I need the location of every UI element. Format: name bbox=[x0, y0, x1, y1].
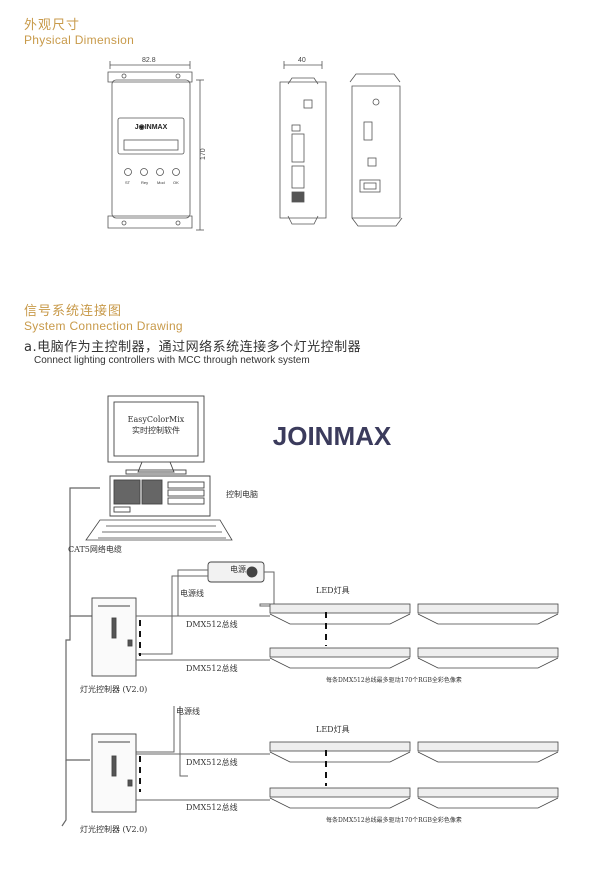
light-controller-1 bbox=[91, 597, 137, 677]
led-label-2: LED灯具 bbox=[316, 724, 350, 734]
physical-title-cn: 外观尺寸 bbox=[24, 18, 81, 33]
button-label: Mod bbox=[157, 180, 165, 185]
device-brand: J◉INMAX bbox=[135, 124, 168, 131]
power-line-label-2: 电源线 bbox=[176, 706, 200, 716]
connection-title-cn: 信号系统连接图 bbox=[24, 304, 123, 319]
rear-view-drawing bbox=[349, 73, 403, 227]
monitor bbox=[107, 395, 205, 475]
power-label: 电源 bbox=[230, 564, 246, 574]
led-fixtures-group-1 bbox=[269, 603, 559, 669]
monitor-software-desc: 实时控制软件 bbox=[132, 425, 180, 435]
keyboard bbox=[85, 519, 233, 541]
dmx-note-1: 每条DMX512总线最多驱动170个RGB全彩色像素 bbox=[326, 676, 462, 684]
power-line-label-1: 电源线 bbox=[180, 588, 204, 598]
cat5-network-cable bbox=[61, 487, 100, 827]
depth-dimension: 40 bbox=[298, 57, 306, 64]
dmx-label-3: DMX512总线 bbox=[186, 757, 238, 767]
button-label: OK bbox=[173, 180, 179, 185]
monitor-software-name: EasyColorMix bbox=[128, 415, 185, 424]
computer-case bbox=[109, 475, 211, 517]
power-cables bbox=[136, 569, 275, 777]
pc-label: 控制电脑 bbox=[226, 489, 258, 499]
width-dimension: 82.8 bbox=[142, 57, 156, 64]
cable-label: CAT5网络电缆 bbox=[68, 544, 122, 554]
front-button-labels: ST Rey Mod OK bbox=[125, 180, 179, 185]
connection-title-en: System Connection Drawing bbox=[24, 319, 183, 333]
button-label: ST bbox=[125, 180, 131, 185]
height-dimension: 170 bbox=[200, 148, 207, 160]
dmx-label-4: DMX512总线 bbox=[186, 802, 238, 812]
joinmax-logo: JOINMAX bbox=[273, 421, 392, 451]
light-controller-2 bbox=[91, 733, 137, 813]
dmx-label-2: DMX512总线 bbox=[186, 663, 238, 673]
physical-dimension-header: 外观尺寸 Physical Dimension bbox=[24, 14, 134, 47]
connection-subtitle-en: Connect lighting controllers with MCC th… bbox=[34, 355, 310, 366]
led-label-1: LED灯具 bbox=[316, 585, 350, 595]
led-fixtures-group-2 bbox=[269, 741, 559, 809]
physical-title-en: Physical Dimension bbox=[24, 33, 135, 47]
connection-subtitle-cn: a.电脑作为主控制器，通过网络系统连接多个灯光控制器 bbox=[24, 340, 362, 355]
connection-header: 信号系统连接图 System Connection Drawing bbox=[24, 300, 183, 333]
dmx-buses bbox=[136, 615, 270, 801]
controller-label-1: 灯光控制器 (V2.0) bbox=[80, 684, 147, 694]
controller-label-2: 灯光控制器 (V2.0) bbox=[80, 824, 147, 834]
front-view-drawing bbox=[107, 61, 204, 231]
dmx-label-1: DMX512总线 bbox=[186, 619, 238, 629]
button-label: Rey bbox=[141, 180, 148, 185]
side-view-drawing bbox=[279, 61, 327, 225]
dmx-note-2: 每条DMX512总线最多驱动170个RGB全彩色像素 bbox=[326, 816, 462, 824]
